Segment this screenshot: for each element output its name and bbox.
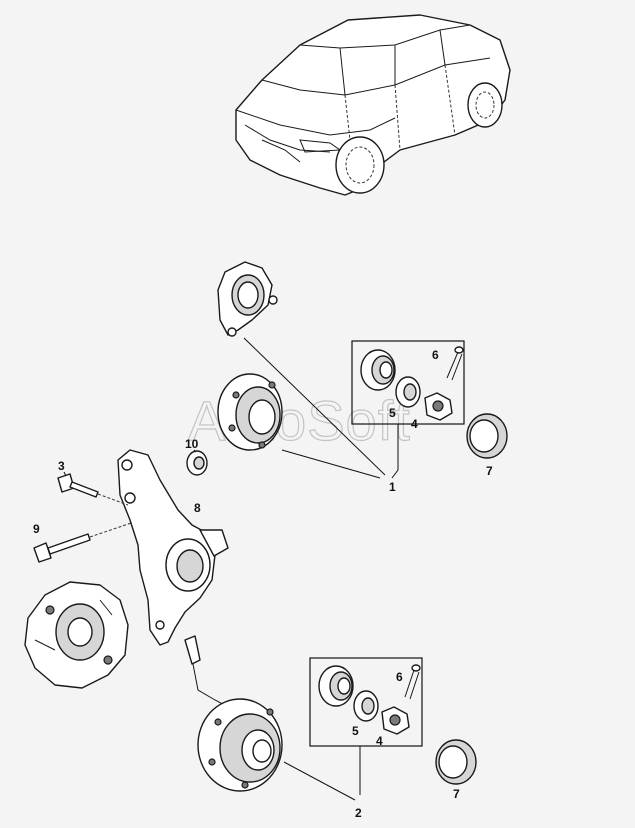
- callout-6-top: 6: [432, 348, 439, 362]
- callout-5-bottom: 5: [352, 724, 359, 738]
- leader-lines: [63, 337, 399, 801]
- callouts: 1 2 3 4 4 5 5 6 6 7 7 8 9 10: [33, 348, 493, 820]
- callout-10: 10: [185, 437, 199, 451]
- callout-2: 2: [355, 806, 362, 820]
- callout-7-top: 7: [486, 464, 493, 478]
- callout-6-bottom: 6: [396, 670, 403, 684]
- dust-cap-top: [466, 413, 508, 459]
- brake-assembly-part: [24, 581, 129, 689]
- dust-cap-bottom: [435, 739, 477, 785]
- bushing-part: [186, 450, 208, 476]
- callout-1: 1: [389, 480, 396, 494]
- wheel-hub-part: [217, 373, 283, 451]
- callout-4-bottom: 4: [376, 734, 383, 748]
- bearing-retainer-part: [217, 261, 278, 337]
- steering-knuckle-part: [97, 449, 229, 646]
- bolt-part-9: [33, 519, 141, 563]
- car-illustration: [235, 14, 511, 196]
- callout-8: 8: [194, 501, 201, 515]
- bolt-part-3: [57, 473, 99, 498]
- bearing-kit-box-bottom: [309, 657, 423, 747]
- callout-7-bottom: 7: [453, 787, 460, 801]
- bearing-kit-box-top: [351, 340, 465, 425]
- callout-9: 9: [33, 522, 40, 536]
- callout-3: 3: [58, 459, 65, 473]
- callout-5-top: 5: [389, 406, 396, 420]
- hub-with-sensor-part: [184, 635, 283, 792]
- callout-4-top: 4: [411, 417, 418, 431]
